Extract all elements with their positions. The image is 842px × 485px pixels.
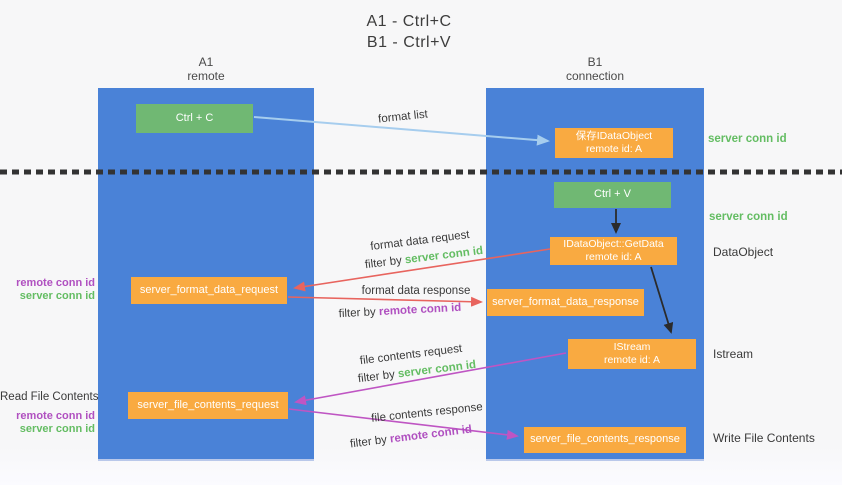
lifeline-header-a1: A1 remote bbox=[98, 55, 314, 84]
box-server-file-contents-response-label: server_file_contents_response bbox=[530, 433, 680, 446]
box-server-format-data-request: server_format_data_request bbox=[131, 277, 287, 304]
label-filter-by-text: filter by bbox=[338, 306, 380, 321]
box-server-file-contents-response: server_file_contents_response bbox=[524, 427, 686, 453]
lifeline-a1-name: A1 bbox=[198, 55, 214, 69]
diagram-title: A1 - Ctrl+C B1 - Ctrl+V bbox=[309, 12, 509, 54]
format-data-response-arrow bbox=[287, 296, 483, 307]
box-server-file-contents-request: server_file_contents_request bbox=[128, 392, 288, 419]
box-ctrl-v: Ctrl + V bbox=[554, 182, 671, 208]
annotation-write-file-contents: Write File Contents bbox=[713, 431, 815, 445]
format-list-arrow bbox=[253, 116, 550, 146]
file-contents-response-arrow bbox=[288, 408, 519, 440]
annotation-remote-conn-id-top: remote conn id bbox=[16, 277, 95, 289]
box-istream-line1: IStream bbox=[613, 340, 651, 353]
box-server-file-contents-request-label: server_file_contents_request bbox=[137, 398, 279, 411]
box-istream-line2: remote id: A bbox=[603, 354, 661, 366]
annotation-server-conn-id-left-top: server conn id bbox=[19, 290, 95, 302]
lifeline-a1-subtitle: remote bbox=[187, 68, 225, 83]
box-save-idataobject-line2: remote id: A bbox=[585, 143, 643, 155]
getdata-to-istream-arrow bbox=[650, 266, 674, 334]
box-save-idataobject-line1: 保存IDataObject bbox=[575, 129, 653, 142]
file-contents-request-arrow bbox=[294, 352, 567, 406]
title-line-1: A1 - Ctrl+C bbox=[366, 13, 452, 30]
annotation-read-file-contents: Read File Contents bbox=[0, 391, 99, 403]
lifeline-header-b1: B1 connection bbox=[486, 55, 704, 84]
annotation-server-conn-id-top: server conn id bbox=[708, 133, 787, 145]
box-idataobject-getdata: IDataObject::GetData remote id: A bbox=[550, 237, 677, 265]
box-ctrl-c: Ctrl + C bbox=[136, 104, 253, 133]
box-server-format-data-request-label: server_format_data_request bbox=[139, 283, 279, 296]
box-save-idataobject: 保存IDataObject remote id: A bbox=[555, 128, 673, 158]
box-idataobject-getdata-line1: IDataObject::GetData bbox=[563, 237, 664, 250]
box-ctrl-v-label: Ctrl + V bbox=[594, 188, 631, 201]
title-line-2: B1 - Ctrl+V bbox=[366, 33, 452, 51]
label-format-data-response: format data response bbox=[361, 285, 471, 297]
annotation-remote-conn-id-bottom: remote conn id bbox=[16, 410, 95, 422]
annotation-dataobject: DataObject bbox=[713, 245, 774, 259]
annotation-istream: Istream bbox=[713, 347, 754, 361]
box-istream: IStream remote id: A bbox=[568, 339, 696, 369]
lifeline-b1-name: B1 bbox=[587, 55, 603, 69]
annotation-server-conn-id-left-bottom: server conn id bbox=[19, 423, 95, 435]
box-server-format-data-response: server_format_data_response bbox=[487, 289, 644, 316]
box-ctrl-c-label: Ctrl + C bbox=[175, 111, 214, 124]
box-server-format-data-response-label: server_format_data_response bbox=[492, 295, 639, 308]
box-idataobject-getdata-line2: remote id: A bbox=[585, 251, 642, 263]
annotation-server-conn-id-mid: server conn id bbox=[709, 211, 788, 223]
lifeline-b1-subtitle: connection bbox=[565, 68, 625, 83]
format-data-request-arrow bbox=[293, 248, 551, 292]
